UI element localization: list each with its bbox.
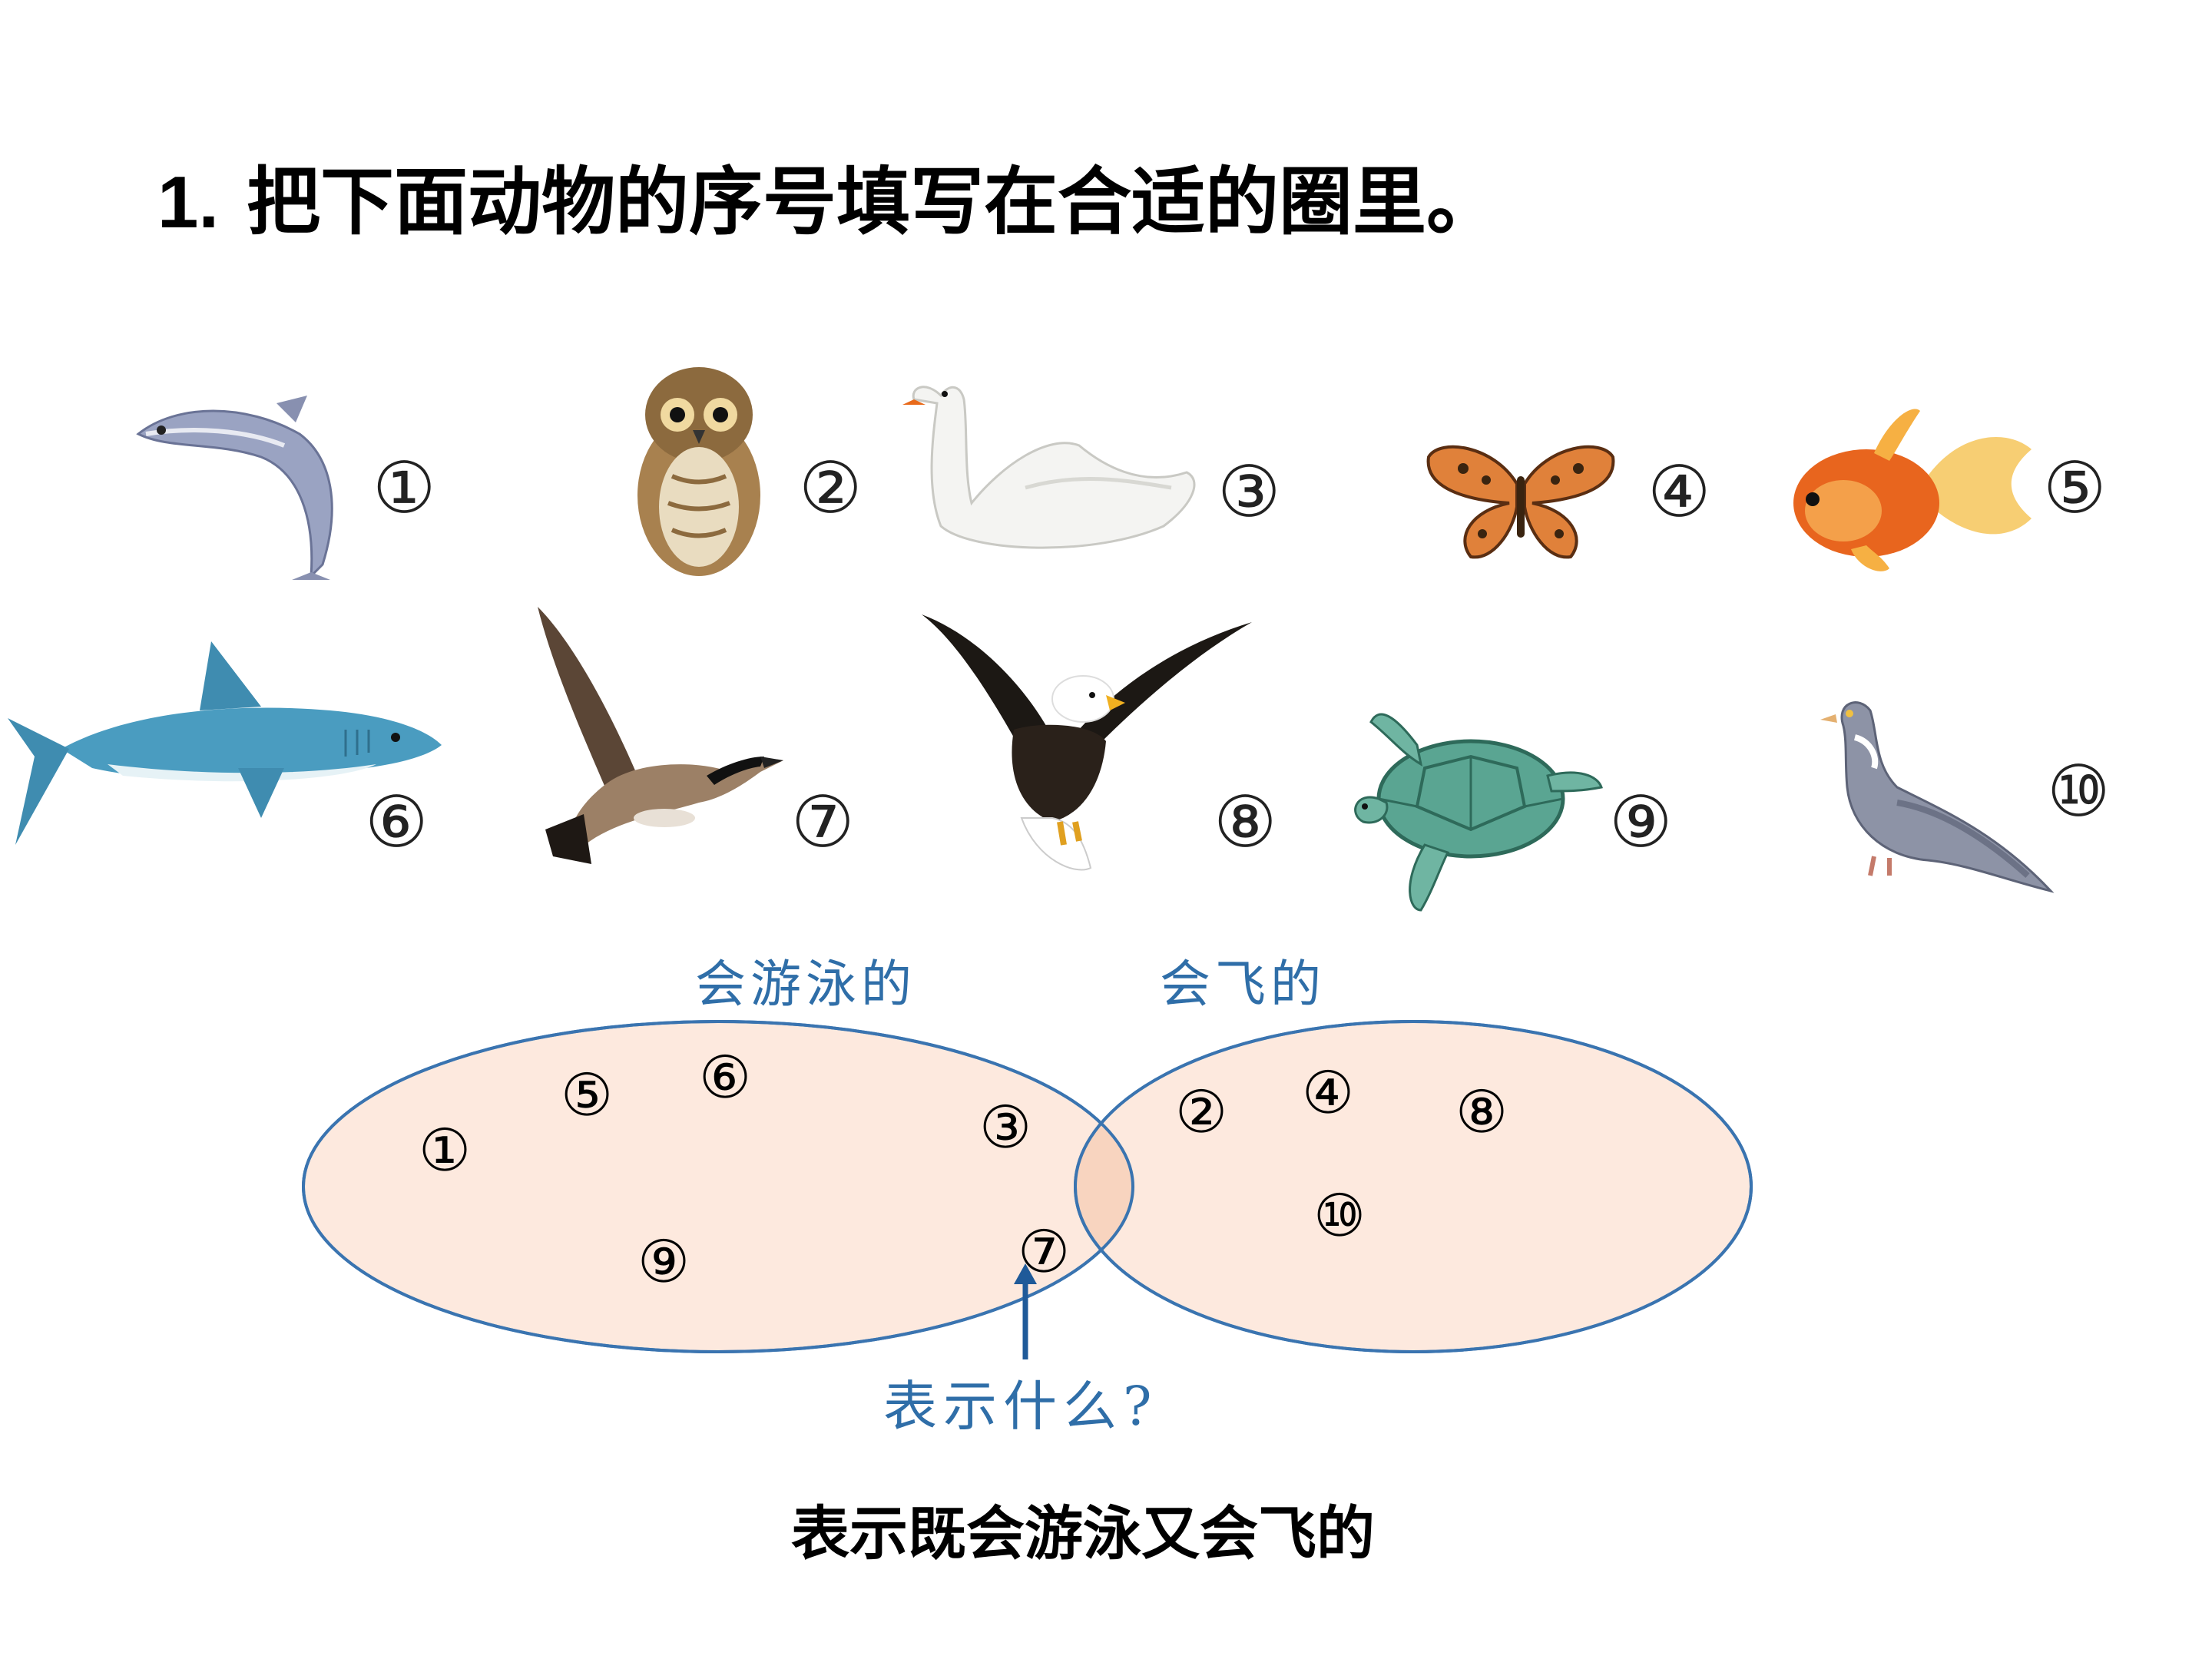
venn-member: ⑨	[637, 1227, 690, 1296]
animal-number: ⑨	[1609, 781, 1673, 863]
animal-number: ⑧	[1214, 781, 1277, 863]
animal-number: ②	[799, 447, 863, 529]
venn-member: ②	[1175, 1078, 1228, 1146]
question-title: 1. 把下面动物的序号填写在合适的圈里。	[157, 142, 1500, 249]
animal-number: ⑥	[365, 781, 429, 863]
animal-9: ⑨	[1348, 713, 1672, 914]
question-number: 1.	[157, 161, 220, 243]
animal-number: ⑦	[791, 781, 855, 863]
fish-icon	[136, 396, 333, 580]
animal-3: ③	[902, 373, 1280, 557]
overlap-question: 表示什么?	[883, 1375, 1158, 1438]
answer-text: 表示既会游泳又会飞的	[791, 1499, 1375, 1568]
animal-number: ④	[1647, 451, 1711, 533]
venn-member: ⑥	[699, 1043, 752, 1111]
venn-member: ⑦	[1018, 1217, 1071, 1286]
venn-member: ⑤	[561, 1061, 614, 1129]
animal-number: ⑩	[2047, 750, 2111, 833]
animal-8: ⑧	[922, 607, 1277, 883]
animal-7: ⑦	[530, 607, 854, 868]
animal-5: ⑤	[1782, 403, 2106, 576]
swim-set-label: 会游泳的	[695, 955, 916, 1014]
fly-set-ellipse	[1074, 1020, 1753, 1353]
animal-4: ④	[1425, 438, 1710, 561]
venn-member: ⑩	[1313, 1181, 1366, 1250]
pigeon-icon	[1820, 701, 2055, 893]
animal-2: ②	[630, 361, 862, 580]
goose-icon	[538, 607, 783, 864]
eagle-icon	[922, 614, 1252, 871]
animal-number: ⑤	[2043, 447, 2107, 529]
owl-icon	[637, 367, 760, 576]
animal-1: ①	[131, 388, 435, 580]
venn-member: ③	[979, 1093, 1032, 1161]
venn-member: ⑧	[1455, 1078, 1508, 1146]
swan-icon	[902, 386, 1196, 549]
shark-icon	[8, 641, 442, 845]
goldfish-icon	[1793, 409, 2032, 571]
animal-6: ⑥	[8, 641, 445, 858]
venn-member: ④	[1302, 1058, 1355, 1127]
butterfly-icon	[1426, 445, 1615, 559]
animal-number: ③	[1217, 451, 1281, 533]
animal-10: ⑩	[1813, 695, 2110, 899]
turtle-icon	[1354, 713, 1603, 912]
fly-set-label: 会飞的	[1160, 955, 1326, 1014]
pointer-arrow-head	[1014, 1263, 1037, 1284]
question-text: 把下面动物的序号填写在合适的圈里。	[247, 159, 1501, 245]
venn-member: ①	[419, 1116, 472, 1184]
animal-number: ①	[373, 447, 436, 529]
